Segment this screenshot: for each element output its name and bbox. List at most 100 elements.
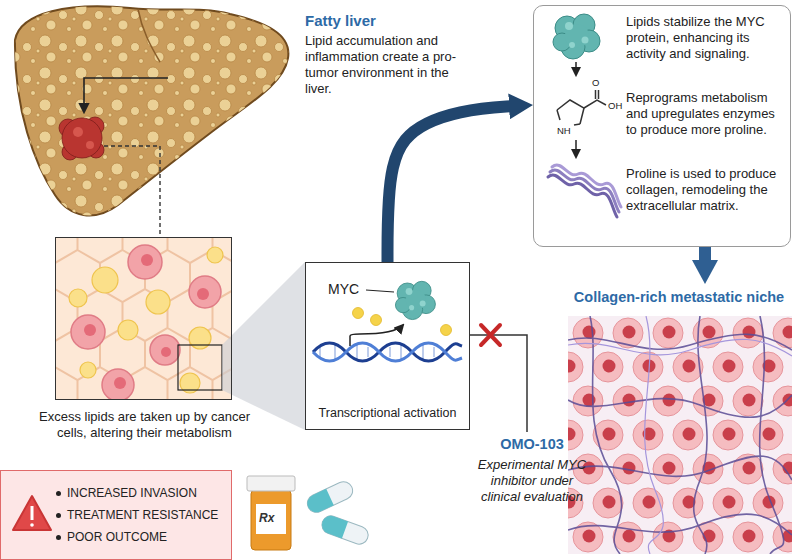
liver-tumor xyxy=(62,118,102,158)
rx-mark: Rx xyxy=(259,511,274,525)
warning-ground xyxy=(0,470,232,560)
proline-molecule xyxy=(584,100,606,108)
niche-art xyxy=(568,316,792,554)
lipid-droplet xyxy=(69,289,87,307)
label-holder: OMO-103 xyxy=(472,436,592,452)
lipid-droplet xyxy=(189,327,211,349)
lipid-dot xyxy=(371,315,382,326)
cancer-cell xyxy=(102,369,134,399)
process-label: Transcriptional activation xyxy=(319,406,457,420)
label-leader xyxy=(366,290,394,292)
liver-tumor xyxy=(73,127,83,137)
proline-molecule xyxy=(557,100,584,124)
lipid-dot xyxy=(353,308,364,319)
process-arrow xyxy=(388,106,516,262)
dna-helix xyxy=(313,343,462,361)
zoom-leader xyxy=(104,146,160,236)
cancer-nucleus xyxy=(84,324,96,336)
proline-molecule xyxy=(557,90,606,125)
collagen-strand xyxy=(548,165,621,217)
myc-box-art xyxy=(313,281,462,361)
label-holder: OH xyxy=(608,100,622,111)
tumor-arrow xyxy=(84,78,168,112)
myc-box: MYCTranscriptional activation xyxy=(305,262,470,430)
warning-icon xyxy=(31,506,34,520)
niche-art xyxy=(568,316,792,554)
step-text: Reprograms metabolism and upregulates en… xyxy=(626,90,784,166)
cancer-cell xyxy=(128,245,162,279)
capsule xyxy=(304,489,333,515)
label-holder: NH xyxy=(557,125,571,136)
section-heading: Fatty liver xyxy=(305,12,376,29)
proline-molecule xyxy=(557,110,560,120)
warning-icon xyxy=(13,496,51,530)
capsule xyxy=(319,513,370,546)
dna-helix xyxy=(313,343,462,361)
collagen-fiber xyxy=(568,334,792,350)
inhibition-line xyxy=(470,325,527,432)
label-holder: O xyxy=(592,77,599,88)
niche-art xyxy=(568,316,792,554)
lipid-droplet xyxy=(146,290,170,314)
niche-panel: Collagen-rich metastatic niche xyxy=(565,284,793,556)
fatty-liver xyxy=(15,6,288,215)
proline-molecule xyxy=(574,124,580,125)
lipid-droplet xyxy=(69,247,223,393)
inhibition-line xyxy=(470,335,527,432)
cancer-nucleus xyxy=(84,254,209,389)
myc-icon xyxy=(553,14,600,59)
step-text: Proline is used to produce collagen, rem… xyxy=(626,166,784,242)
fatty-liver xyxy=(15,6,288,215)
step-arrow xyxy=(575,62,577,75)
cancer-cell xyxy=(71,245,221,399)
atom-label: O xyxy=(592,77,599,88)
fatty-liver xyxy=(15,6,288,215)
medicine-bottle xyxy=(251,490,291,550)
collagen-fiber xyxy=(694,316,707,554)
collagen-fiber xyxy=(568,395,792,417)
step-text: Lipids stabilize the MYC protein, enhanc… xyxy=(626,14,784,90)
proline-molecule xyxy=(596,90,599,99)
medicine-bottle xyxy=(256,504,286,534)
atom-label: NH xyxy=(557,125,571,136)
liver-tumor xyxy=(86,141,94,149)
cancer-cell xyxy=(189,276,221,308)
result-arrow xyxy=(699,247,711,266)
warning-box: INCREASED INVASIONTREATMENT RESISTANCEPO… xyxy=(0,470,232,560)
myc-box-art xyxy=(395,281,435,319)
cancer-cell xyxy=(150,335,180,365)
collagen-fiber xyxy=(568,339,792,356)
warning-icon xyxy=(13,496,51,530)
cancer-nucleus xyxy=(161,347,171,357)
capsule xyxy=(319,513,370,546)
drug-name: OMO-103 xyxy=(472,436,592,452)
niche-heading: Collagen-rich metastatic niche xyxy=(574,289,784,305)
lipid-droplet xyxy=(80,362,96,378)
cell-inset-box: Excess lipids are taken up by cancer cel… xyxy=(55,237,232,400)
step-panel: Lipids stabilize the MYC protein, enhanc… xyxy=(533,5,791,247)
atom-label: OH xyxy=(608,100,622,111)
warning-item: TREATMENT RESISTANCE xyxy=(67,504,218,526)
lipid-dot xyxy=(353,308,452,336)
cancer-nucleus xyxy=(141,254,153,266)
label-holder: Lipid accumulation and inflammation crea… xyxy=(305,33,467,97)
drug-note: Experimental MYC inhibitor under clinica… xyxy=(472,457,592,505)
cell-inset-art xyxy=(56,238,231,399)
liver-tumor xyxy=(59,117,104,160)
dna-helix xyxy=(313,343,462,361)
fatty-liver xyxy=(138,9,160,62)
cancer-nucleus xyxy=(114,377,126,389)
cancer-nucleus xyxy=(197,288,209,300)
lipid-droplet xyxy=(92,267,118,293)
section-body: Lipid accumulation and inflammation crea… xyxy=(305,33,467,97)
collagen-fiber xyxy=(568,456,792,480)
warning-icon xyxy=(30,523,34,527)
lipid-dot xyxy=(441,325,452,336)
step-arrow xyxy=(575,140,577,157)
lipid-droplet xyxy=(207,247,223,263)
capsule xyxy=(304,479,355,516)
